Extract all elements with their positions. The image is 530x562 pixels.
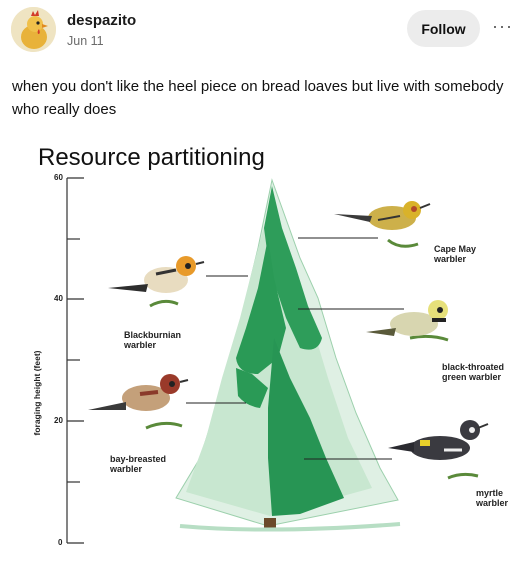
tick-label-20: 20: [54, 416, 63, 425]
post-header: despazito Jun 11 Follow ···: [0, 0, 530, 66]
chicken-icon: [11, 7, 56, 52]
bird-label-bay-breasted: bay-breasted warbler: [110, 454, 167, 474]
tick-label-0: 0: [58, 538, 63, 547]
avatar[interactable]: [11, 7, 56, 52]
bird-label-myrtle: myrtle warbler: [476, 488, 509, 508]
blackburnian-warbler-illustration: [108, 256, 205, 308]
post-text: when you don't like the heel piece on br…: [12, 78, 504, 118]
y-axis-label: foraging height (feet): [32, 350, 42, 436]
post-image[interactable]: Resource partitioning: [0, 138, 530, 562]
username[interactable]: despazito: [67, 12, 137, 29]
cape-may-warbler-illustration: [334, 201, 431, 248]
bird-label-cape-may: Cape May warbler: [434, 244, 477, 264]
follow-button[interactable]: Follow: [407, 10, 480, 47]
more-options-icon[interactable]: ···: [492, 16, 513, 36]
post-date[interactable]: Jun 11: [67, 34, 104, 48]
tick-label-60: 60: [54, 173, 63, 182]
bay-breasted-warbler-illustration: [88, 374, 189, 430]
myrtle-warbler-illustration: [388, 420, 489, 480]
black-throated-green-warbler-illustration: [366, 300, 449, 342]
bird-label-black-throated-green: black-throated green warbler: [442, 362, 505, 382]
bird-label-blackburnian: Blackburnian warbler: [124, 330, 182, 350]
tick-label-40: 40: [54, 294, 63, 303]
figure-title: Resource partitioning: [38, 144, 265, 171]
resource-partitioning-illustration: [66, 177, 489, 544]
